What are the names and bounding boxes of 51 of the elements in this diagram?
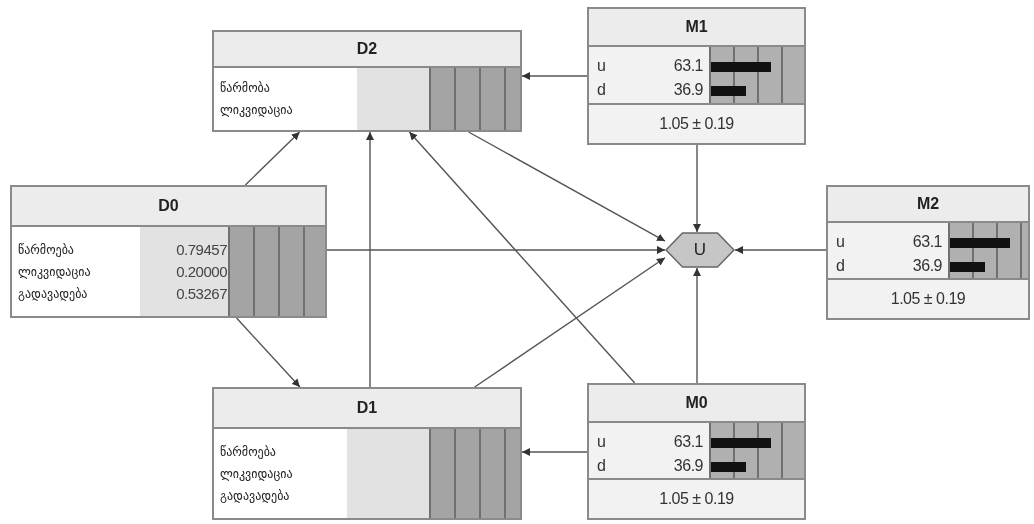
node-title: M1	[589, 9, 804, 47]
state-label: წარმობა	[220, 80, 271, 97]
state-label: u	[597, 57, 606, 75]
mean-value: 1.05 ± 0.19	[890, 290, 966, 307]
state-value: 36.9	[673, 457, 703, 475]
state-value: 63.1	[912, 233, 942, 251]
state-label: u	[836, 233, 845, 251]
arrow	[244, 131, 301, 186]
node-title: D1	[214, 389, 520, 429]
arrow	[467, 131, 666, 242]
node-title: U	[693, 240, 707, 260]
arrow	[326, 246, 666, 254]
arrow	[474, 257, 666, 388]
state-label: d	[597, 457, 606, 475]
node-title: M0	[589, 385, 804, 423]
state-value: 63.1	[673, 433, 703, 451]
mean-value: 1.05 ± 0.19	[659, 490, 734, 507]
state-value: 63.1	[673, 57, 703, 75]
arrow	[693, 144, 701, 233]
decision-table	[212, 387, 522, 520]
arrow	[693, 267, 701, 384]
chance-table	[826, 185, 1030, 320]
mean-value: 1.05 ± 0.19	[659, 115, 734, 132]
arrow	[408, 131, 636, 384]
decision-table	[212, 30, 522, 132]
state-value: 0.53267	[176, 283, 227, 304]
state-value: 36.9	[673, 81, 703, 99]
state-label: ლიკვიდაცია	[220, 102, 294, 119]
arrow	[734, 246, 827, 254]
chance-table	[587, 7, 806, 145]
state-label: წარმოება	[220, 443, 277, 461]
state-label: წარმოება	[18, 241, 75, 259]
chance-table	[587, 383, 806, 520]
arrow	[521, 448, 588, 456]
state-label: გადავადება	[220, 487, 291, 505]
state-value: 0.79457	[176, 239, 227, 260]
state-label: d	[836, 257, 845, 275]
node-title: M2	[828, 187, 1028, 223]
state-label: ლიკვიდაცია	[220, 465, 294, 483]
state-value: 0.20000	[176, 261, 227, 282]
state-label: გადავადება	[18, 285, 89, 303]
arrow	[521, 72, 588, 80]
state-label: ლიკვიდაცია	[18, 263, 92, 281]
node-title: D0	[12, 187, 325, 227]
arrow	[235, 317, 301, 388]
node-title: D2	[214, 32, 520, 68]
state-value: 36.9	[912, 257, 942, 275]
arrow	[366, 131, 374, 388]
state-label: u	[597, 433, 606, 451]
state-label: d	[597, 81, 606, 99]
decision-table	[10, 185, 327, 318]
